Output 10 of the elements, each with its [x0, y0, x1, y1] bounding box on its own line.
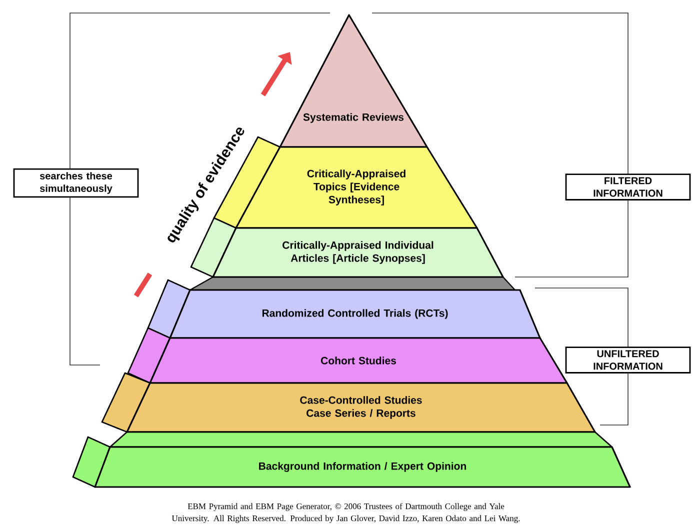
pyramid-layer: Case-Controlled Studies Case Series / Reports: [101, 372, 596, 433]
callout-box: searches these simultaneously: [13, 168, 139, 198]
pyramid-layer: Randomized Controlled Trials (RCTs): [147, 279, 541, 339]
pyramid-layer: Systematic Reviews: [279, 14, 428, 148]
pyramid-layer: Cohort Studies: [127, 327, 568, 384]
pyramid-layer: Critically-Appraised Individual Articles [Article Synopses]: [190, 217, 504, 278]
pyramid-layer: Background Information / Expert Opinion: [72, 431, 631, 488]
caption: EBM Pyramid and EBM Page Generator, © 2006 Trustees of Dartmouth College and Yale University. All Rights Reserved. Produced by Jan Glover, David Izzo, Karen Odato and Lei Wang.: [172, 503, 520, 523]
callout-box: FILTERED INFORMATION: [565, 174, 691, 200]
callout-box: UNFILTERED INFORMATION: [565, 346, 691, 374]
